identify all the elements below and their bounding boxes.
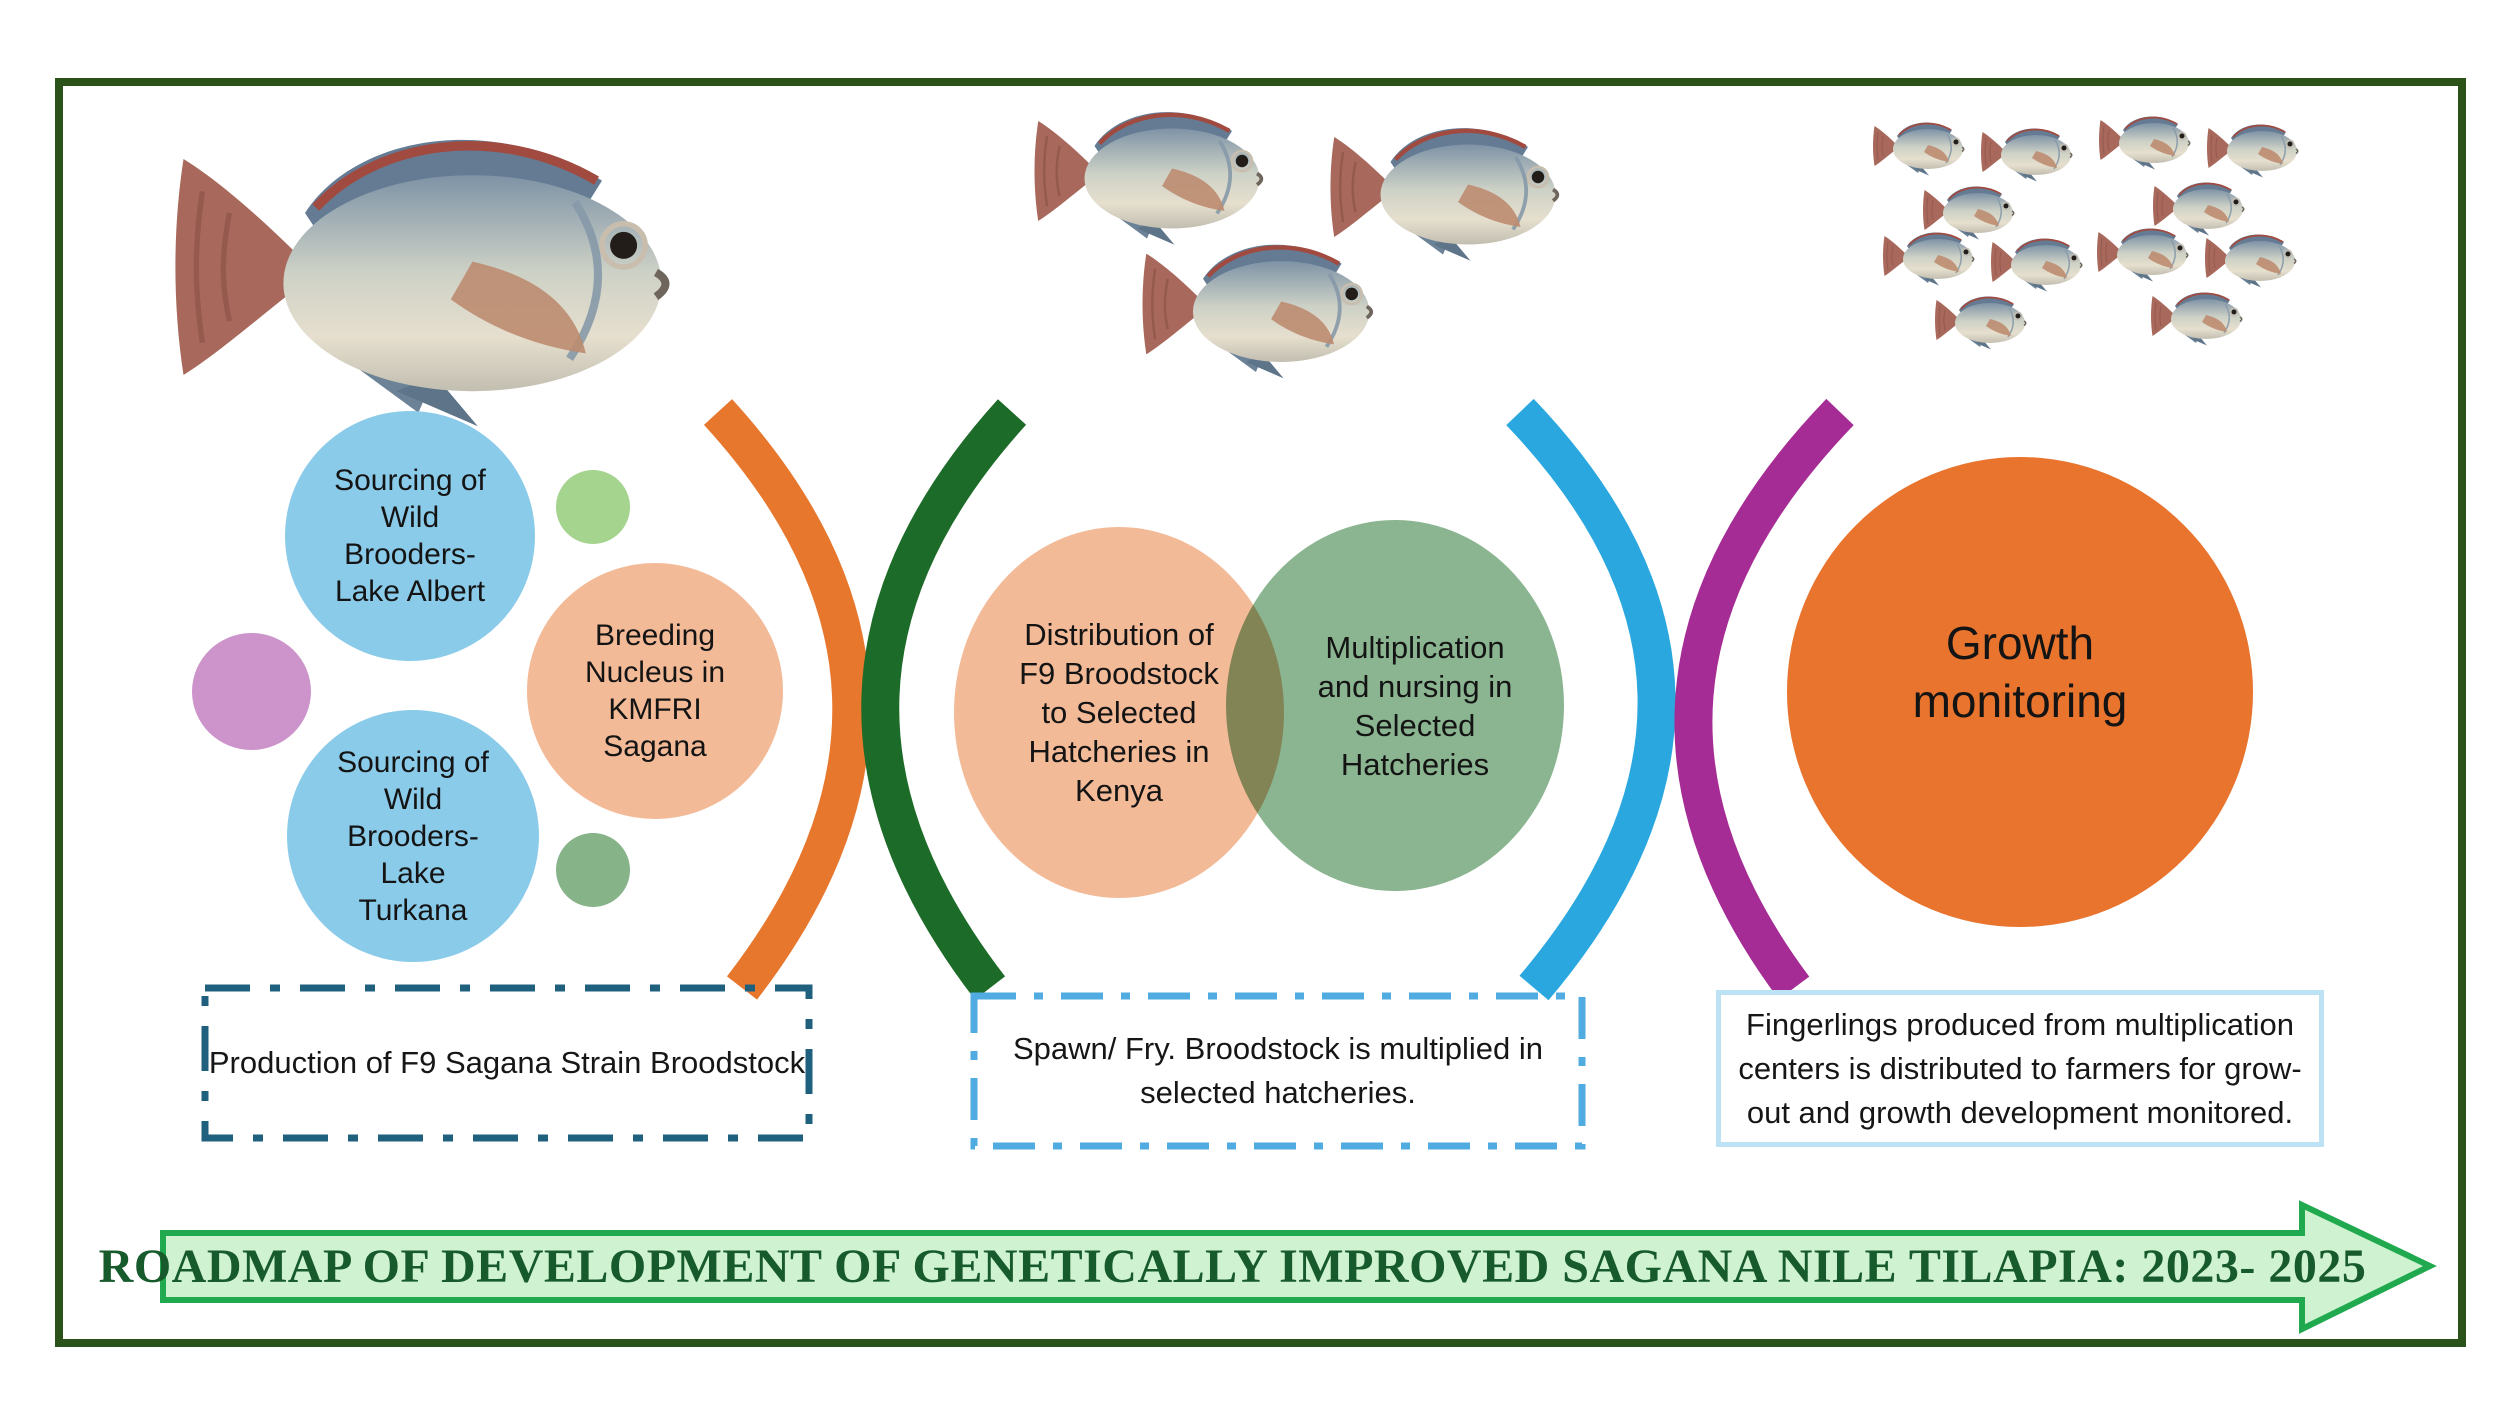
decorative-green-circle-top: [556, 470, 630, 544]
tilapia-fish-icon: [1032, 96, 1282, 246]
tilapia-fish-icon: [2098, 110, 2198, 170]
circle-growth-monitoring-label: Growth monitoring: [1912, 617, 2128, 727]
caption-spawn-text: Spawn/ Fry. Broodstock is multiplied in …: [1012, 1031, 1544, 1110]
caption-box-spawn: Spawn/ Fry. Broodstock is multiplied in …: [974, 996, 1582, 1146]
fingerlings-box-border: [1716, 990, 2324, 1147]
diagram-frame: [55, 78, 2466, 1347]
circle-breeding-nucleus-label: Breeding Nucleus in KMFRI Sagana: [584, 619, 726, 763]
circle-lake-turkana: Sourcing of Wild Brooders- Lake Turkana: [287, 710, 539, 962]
tilapia-fish-icon: [2096, 222, 2196, 282]
tilapia-fish-icon: [2204, 228, 2304, 288]
caption-fingerlings-text: Fingerlings produced from multiplication…: [1738, 1006, 2302, 1130]
tilapia-fish-icon: [2150, 286, 2250, 346]
venn-multiplication-circle: Multiplication and nursing in Selected H…: [1226, 520, 1564, 891]
venn-distribution-label: Distribution of F9 Broodstock to Selecte…: [1019, 617, 1219, 808]
roadmap-banner-title: ROADMAP OF DEVELOPMENT OF GENETICALLY IM…: [98, 1240, 2367, 1293]
tilapia-fish-icon: [1140, 228, 1392, 380]
decorative-green-circle-bottom: [556, 833, 630, 907]
venn-multiplication-label: Multiplication and nursing in Selected H…: [1317, 629, 1513, 782]
tilapia-fish-icon: [1882, 226, 1982, 286]
circle-lake-turkana-label: Sourcing of Wild Brooders- Lake Turkana: [337, 745, 489, 927]
tilapia-fish-icon: [1872, 116, 1972, 176]
circle-growth-monitoring: Growth monitoring: [1787, 457, 2253, 927]
caption-box-production: Production of F9 Sagana Strain Broodstoc…: [205, 988, 809, 1138]
caption-box-fingerlings: Fingerlings produced from multiplication…: [1716, 990, 2324, 1147]
tilapia-fish-icon: [1980, 122, 2080, 182]
tilapia-fish-icon: [2206, 118, 2306, 178]
circle-breeding-nucleus: Breeding Nucleus in KMFRI Sagana: [527, 563, 783, 819]
circle-lake-albert-label: Sourcing of Wild Brooders- Lake Albert: [334, 464, 486, 608]
tilapia-fish-icon: [170, 105, 710, 429]
caption-production-text: Production of F9 Sagana Strain Broodstoc…: [208, 1045, 806, 1080]
circle-lake-albert: Sourcing of Wild Brooders- Lake Albert: [285, 411, 535, 661]
decorative-purple-circle: [192, 633, 311, 750]
tilapia-fish-icon: [1934, 290, 2034, 350]
tilapia-fish-icon: [1990, 232, 2090, 292]
